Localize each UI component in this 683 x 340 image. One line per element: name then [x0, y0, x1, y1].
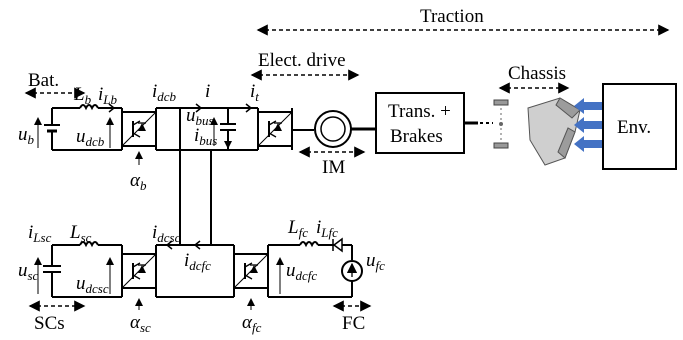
label-usc: usc [18, 260, 39, 283]
inductor-lfc [299, 241, 319, 248]
label-ub: ub [18, 124, 35, 147]
fc-label: FC [342, 313, 365, 334]
label-idcb: idcb [152, 81, 177, 104]
supercapacitor-branch [34, 241, 122, 298]
scs-label: SCs [34, 313, 65, 334]
induction-motor [314, 110, 376, 148]
label-idcsc: idcsc [152, 222, 181, 245]
label-alphab: αb [130, 170, 147, 193]
trans-label: Trans. + [388, 101, 451, 122]
fuel-cell-branch [268, 237, 363, 298]
inductor-lsc [79, 241, 99, 248]
env-label: Env. [617, 117, 651, 138]
traction-label: Traction [420, 6, 484, 27]
label-iLsc: iLsc [28, 222, 52, 245]
label-iLfc: iLfc [316, 217, 338, 240]
label-i: i [205, 81, 210, 102]
diode-icon [332, 237, 343, 253]
label-it: it [250, 81, 259, 104]
battery-branch [34, 103, 122, 151]
wheel-icon [493, 99, 509, 149]
chassis-label: Chassis [508, 63, 566, 84]
label-udcfc: udcfc [286, 260, 317, 283]
battery-label: Bat. [28, 70, 59, 91]
label-Lsc: Lsc [69, 222, 92, 245]
inverter-traction [257, 111, 293, 147]
label-iLb: iLb [98, 84, 118, 107]
environment-force-arrows [574, 98, 604, 152]
label-ufc: ufc [366, 250, 385, 273]
elect-drive-label: Elect. drive [258, 50, 346, 71]
converter-b [121, 111, 157, 147]
label-ubus: ubus [186, 105, 214, 128]
label-alphafc: αfc [242, 312, 262, 335]
label-udcb: udcb [76, 126, 105, 149]
dc-bus [156, 103, 258, 245]
converter-sc [121, 253, 157, 289]
label-Lb: Lb [73, 84, 92, 107]
symbol-labels: Lb iLb idcb i it ub udcb ubus ibus αb iL… [18, 81, 385, 335]
label-ibus: ibus [194, 125, 217, 148]
inductor-lb [79, 104, 99, 111]
brakes-label: Brakes [390, 126, 443, 147]
label-alphasc: αsc [130, 312, 151, 335]
label-idcfc: idcfc [184, 250, 211, 273]
environment-box [602, 83, 677, 170]
label-udcsc: udcsc [76, 273, 109, 296]
converter-fc [233, 253, 269, 289]
label-Lfc: Lfc [287, 217, 308, 240]
transmission-brakes-box [375, 92, 465, 154]
im-label: IM [322, 157, 345, 178]
